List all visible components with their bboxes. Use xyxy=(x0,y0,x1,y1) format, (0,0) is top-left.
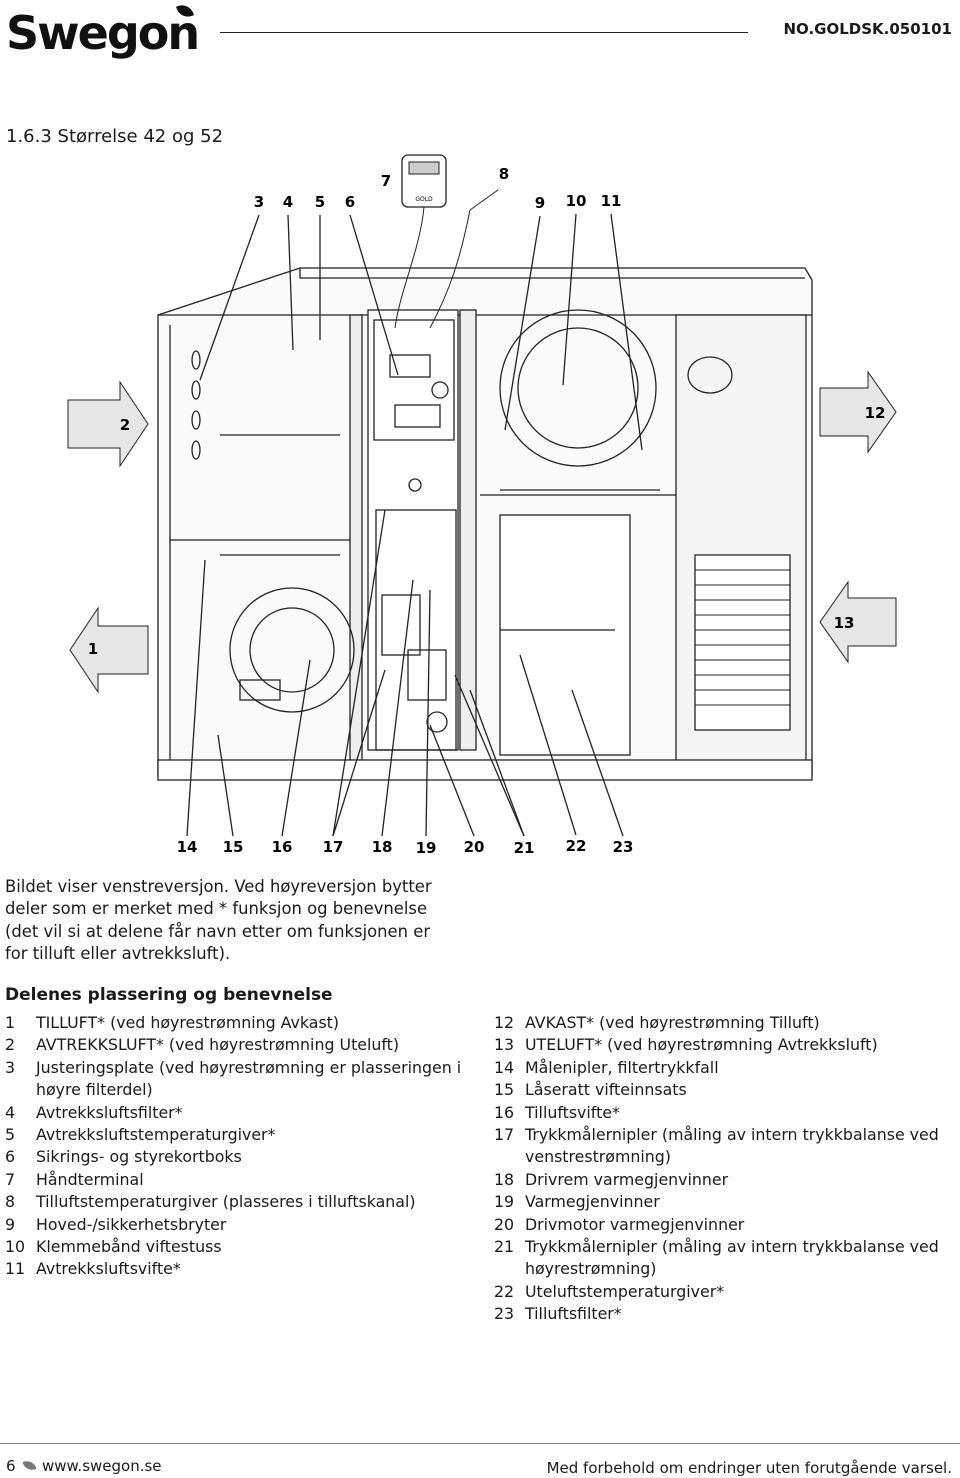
callout-17: 17 xyxy=(323,838,344,856)
callout-8: 8 xyxy=(499,165,509,183)
leaf-icon xyxy=(22,1458,37,1473)
callout-23: 23 xyxy=(613,838,634,856)
callout-19: 19 xyxy=(416,839,437,857)
callout-18: 18 xyxy=(372,838,393,856)
callout-10: 10 xyxy=(566,192,587,210)
supply-temp-sensor-icon xyxy=(429,189,499,329)
document-code: NO.GOLDSK.050101 xyxy=(783,20,953,38)
callout-14: 14 xyxy=(177,838,198,856)
arrow-12-extract: 12 xyxy=(819,370,897,454)
legend-title: Delenes plassering og benevnelse xyxy=(5,985,333,1005)
arrow-13-outdoor: 13 xyxy=(819,580,897,664)
footer-disclaimer: Med forbehold om endringer uten forutgåe… xyxy=(546,1459,952,1477)
header-divider xyxy=(220,32,748,33)
arrow-1-supply: 1 xyxy=(69,606,149,694)
callout-15: 15 xyxy=(223,838,244,856)
callout-9: 9 xyxy=(535,194,545,212)
page-number: 6 xyxy=(6,1457,16,1475)
callout-20: 20 xyxy=(464,838,485,856)
svg-text:13: 13 xyxy=(834,614,855,632)
arrow-2-exhaust: 2 xyxy=(67,380,149,468)
callout-22: 22 xyxy=(566,837,587,855)
svg-text:1: 1 xyxy=(88,640,98,658)
callout-7: 7 xyxy=(381,172,391,190)
callout-4: 4 xyxy=(283,193,293,211)
website-link[interactable]: www.swegon.se xyxy=(42,1457,162,1475)
intro-paragraph: Bildet viser venstreversjon. Ved høyreve… xyxy=(5,877,432,963)
callout-16: 16 xyxy=(272,838,293,856)
callout-6: 6 xyxy=(345,193,355,211)
callout-5: 5 xyxy=(315,193,325,211)
unit-diagram: GOLD 2 1 12 13 3 4 5 6 7 8 9 10 11 xyxy=(67,154,897,857)
svg-text:GOLD: GOLD xyxy=(415,196,433,203)
callout-11: 11 xyxy=(601,192,622,210)
callout-3: 3 xyxy=(254,193,264,211)
svg-text:2: 2 xyxy=(120,416,130,434)
swegon-logo: Swegon xyxy=(6,6,200,60)
hand-terminal-icon: GOLD xyxy=(394,154,447,329)
section-title: 1.6.3 Størrelse 42 og 52 xyxy=(6,126,224,147)
callout-21: 21 xyxy=(514,839,535,857)
footer-divider xyxy=(0,1443,960,1444)
svg-text:12: 12 xyxy=(865,404,886,422)
